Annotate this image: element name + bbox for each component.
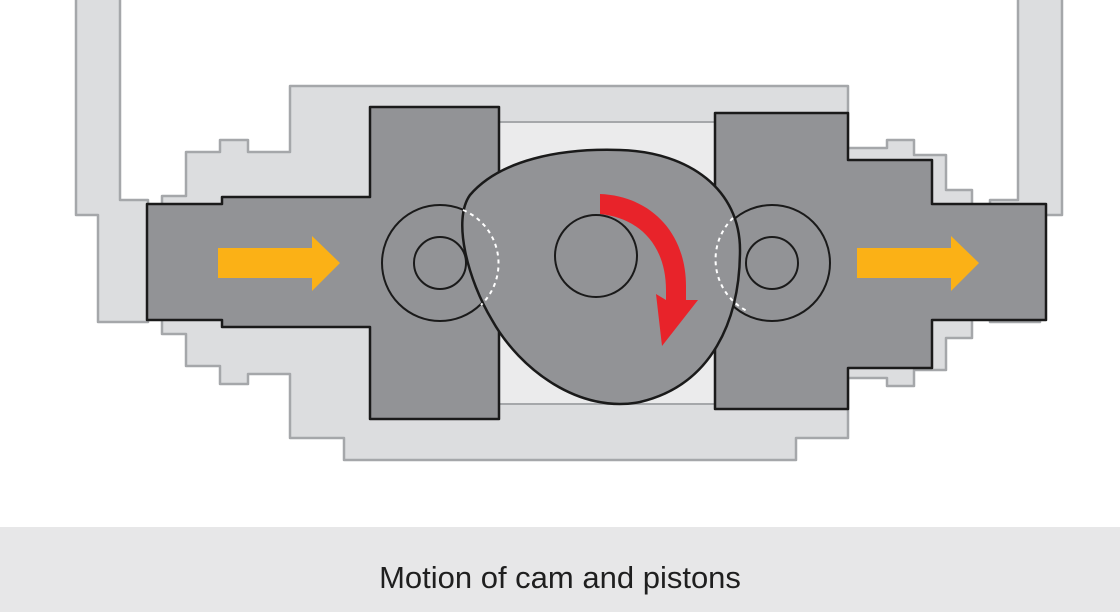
cam-rotation-arrow-icon — [600, 194, 698, 346]
left-roller-hidden-edge — [462, 209, 500, 306]
cam-piston-diagram — [74, 0, 1064, 462]
caption: Motion of cam and pistons — [379, 559, 741, 595]
right-roller-hidden-edge — [714, 217, 750, 313]
caption-band: Motion of cam and pistons — [0, 527, 1120, 612]
right-arrow-icon — [857, 236, 979, 291]
cam-shaft — [554, 214, 638, 298]
left-arrow-icon — [218, 236, 340, 291]
